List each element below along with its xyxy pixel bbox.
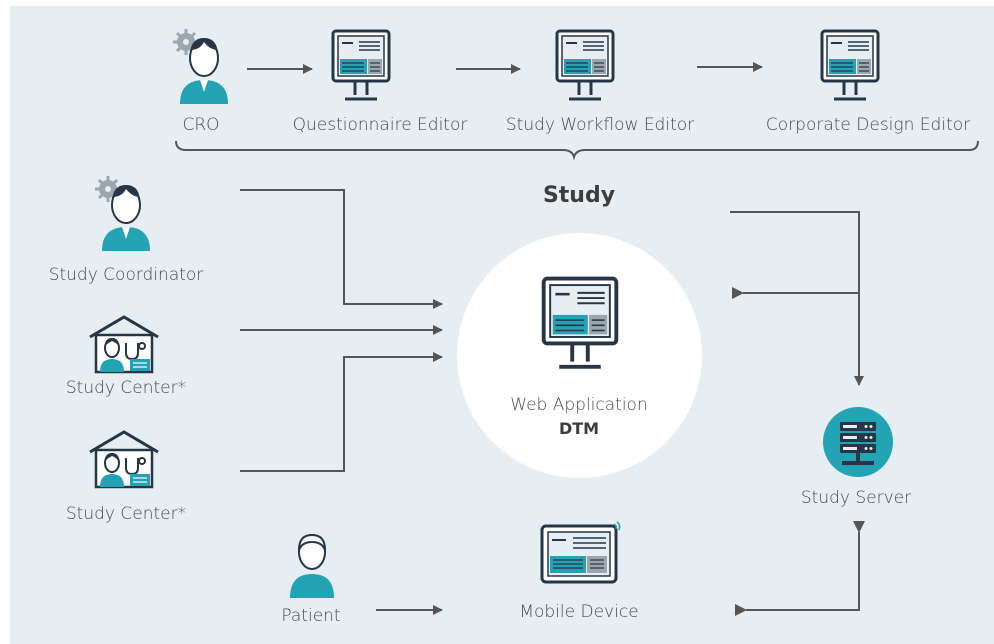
study-coordinator-label: Study Coordinator [48,265,204,285]
web-application-circle [457,233,702,478]
corporate-design-editor-label: Corporate Design Editor [765,115,971,135]
house-doctor-icon [89,430,159,489]
server-icon [823,407,893,477]
arrow-center2-to-webapp [240,352,443,472]
study-center-label: Study Center* [65,378,187,398]
mobile-device-label: Mobile Device [519,602,639,622]
study-center-label: Study Center* [65,504,187,524]
monitor-icon [555,29,615,101]
person-gear-icon [95,176,150,251]
monitor-icon [541,276,619,369]
person-icon [290,533,334,598]
patient-label: Patient [281,606,341,626]
cro-label: CRO [182,115,220,135]
study-server-label: Study Server [800,488,912,508]
person-gear-icon [173,29,228,104]
monitor-icon [331,29,391,101]
questionnaire-editor-label: Questionnaire Editor [292,115,468,135]
study-workflow-editor-label: Study Workflow Editor [505,115,695,135]
house-doctor-icon [89,315,159,374]
monitor-icon [820,29,880,101]
arrow-coordinator-to-webapp [240,189,443,309]
tablet-wifi-icon [540,521,621,584]
study-title: Study [542,183,616,208]
web-application-label: Web Application [510,395,648,415]
arrow-mobile-server [735,521,865,616]
dtm-label: DTM [558,419,600,438]
study-brace [175,140,979,161]
arrow-study-to-server [730,211,864,386]
